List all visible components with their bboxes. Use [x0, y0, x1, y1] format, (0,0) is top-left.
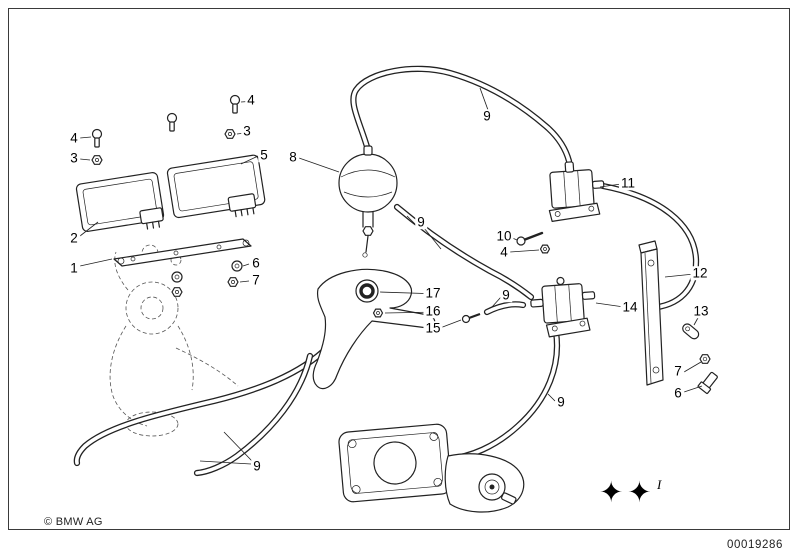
mounting-strip [113, 238, 252, 267]
solenoid-valve-lower [530, 276, 596, 338]
callout-label-5: 5 [258, 147, 270, 163]
small-hardware [516, 231, 718, 394]
relay-box-left [75, 172, 165, 232]
callout-label-13: 13 [691, 303, 711, 319]
callout-label-7: 7 [672, 363, 684, 379]
callout-label-7: 7 [250, 272, 262, 288]
callout-label-9: 9 [555, 394, 567, 410]
vacuum-hoses [73, 65, 700, 477]
callout-label-9: 9 [481, 108, 493, 124]
callout-label-4: 4 [245, 92, 257, 108]
callout-label-2: 2 [68, 230, 80, 246]
support-bracket [638, 240, 664, 386]
callout-label-1: 1 [68, 260, 80, 276]
callout-label-8: 8 [287, 149, 299, 165]
callout-label-12: 12 [690, 265, 710, 281]
carburetor-flange [338, 423, 525, 513]
callout-label-9: 9 [415, 214, 427, 230]
relay-box-right [166, 154, 266, 219]
callout-label-3: 3 [68, 150, 80, 166]
tick-mark: I [657, 477, 662, 492]
callout-label-4: 4 [498, 244, 510, 260]
callout-label-16: 16 [423, 303, 443, 319]
fastener-icons [91, 94, 243, 297]
callout-label-4: 4 [68, 130, 80, 146]
star-symbols: ✦✦ [599, 477, 656, 509]
callout-label-14: 14 [620, 299, 640, 315]
callout-label-17: 17 [423, 285, 443, 301]
document-number: 00019286 [727, 539, 783, 551]
copyright-text: © BMW AG [44, 516, 103, 528]
callout-label-6: 6 [250, 255, 262, 271]
callout-label-9: 9 [251, 458, 263, 474]
callout-label-15: 15 [423, 320, 443, 336]
center-bracket-assembly [312, 268, 481, 390]
callout-label-10: 10 [494, 228, 514, 244]
callout-label-3: 3 [241, 123, 253, 139]
callout-label-9: 9 [500, 287, 512, 303]
diagram-border-frame [8, 8, 790, 530]
vacuum-diaphragm-unit [338, 145, 398, 258]
callout-label-6: 6 [672, 385, 684, 401]
solenoid-valve-upper [548, 161, 605, 222]
callout-label-11: 11 [618, 175, 638, 191]
